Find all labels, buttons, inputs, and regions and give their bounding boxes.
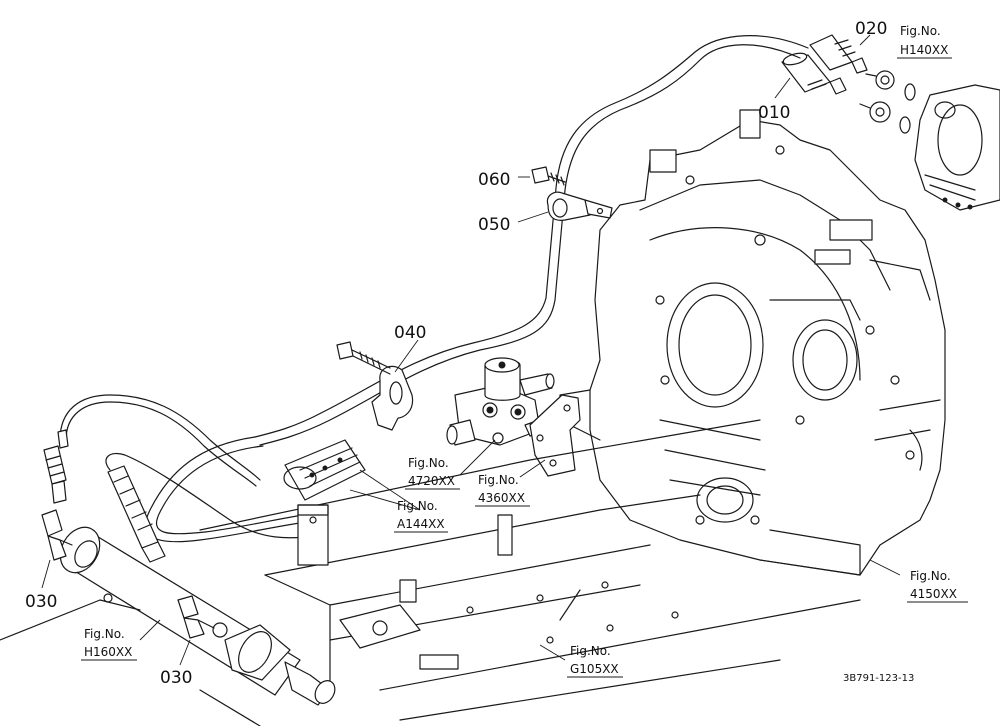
fig-number: H160XX xyxy=(84,645,132,659)
label-part-040: 040 xyxy=(394,323,426,343)
pump-fittings xyxy=(859,70,916,134)
hydraulic-pump xyxy=(914,84,1000,211)
chassis-frame xyxy=(0,419,861,726)
label-part-030-left: 030 xyxy=(25,592,57,612)
fitting-010 xyxy=(781,52,847,95)
figref-4720: Fig.No. 4720XX xyxy=(405,456,460,490)
valve-block xyxy=(446,357,555,446)
elbow-030-right xyxy=(177,595,215,639)
fitting-020 xyxy=(809,34,868,74)
hose-left xyxy=(43,429,69,504)
figref-h160: Fig.No. H160XX xyxy=(81,627,137,661)
figref-g105: Fig.No. G105XX xyxy=(567,644,623,678)
figure-references: Fig.No. H140XX Fig.No. A144XX Fig.No. 47… xyxy=(81,24,968,678)
bolt-060 xyxy=(531,166,566,186)
clamp-040 xyxy=(371,365,414,431)
long-bolt xyxy=(336,341,391,375)
fig-prefix: Fig.No. xyxy=(910,569,951,583)
label-part-060: 060 xyxy=(478,170,510,190)
fig-number: H140XX xyxy=(900,43,948,57)
figref-h140: Fig.No. H140XX xyxy=(897,24,952,59)
label-part-030-right: 030 xyxy=(160,668,192,688)
fig-number: 4360XX xyxy=(478,491,525,505)
fig-prefix: Fig.No. xyxy=(900,24,941,38)
fig-prefix: Fig.No. xyxy=(408,456,449,470)
fig-number: A144XX xyxy=(397,517,445,531)
clamp-050 xyxy=(546,191,613,221)
figref-a144: Fig.No. A144XX xyxy=(394,499,448,533)
elbow-030-left xyxy=(41,509,73,561)
label-part-010: 010 xyxy=(758,103,790,123)
figref-4150: Fig.No. 4150XX xyxy=(907,569,968,603)
label-part-020: 020 xyxy=(855,19,887,39)
leader-lines xyxy=(41,34,901,666)
fig-prefix: Fig.No. xyxy=(84,627,125,641)
fig-number: G105XX xyxy=(570,662,619,676)
fig-number: 4720XX xyxy=(408,474,455,488)
hose-right xyxy=(107,465,166,563)
adapter-a144 xyxy=(283,439,366,501)
drawing-code: 3B791-123-13 xyxy=(843,673,914,684)
fig-prefix: Fig.No. xyxy=(570,644,611,658)
bracket-4360 xyxy=(529,394,581,477)
label-part-050: 050 xyxy=(478,215,510,235)
figref-4360: Fig.No. 4360XX xyxy=(475,473,530,507)
transmission-housing xyxy=(559,109,946,576)
part-labels: 020 010 060 050 040 030 030 xyxy=(25,19,887,688)
fig-prefix: Fig.No. xyxy=(397,499,438,513)
fig-prefix: Fig.No. xyxy=(478,473,519,487)
fig-number: 4150XX xyxy=(910,587,957,601)
